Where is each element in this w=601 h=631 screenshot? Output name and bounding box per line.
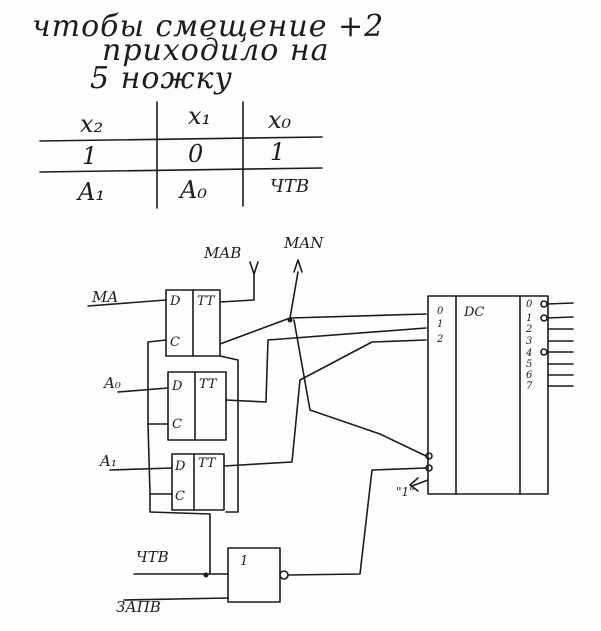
decoder: DC 0 1 2 0 1 2 3 4 5 6 7 "1" — [396, 295, 574, 499]
table-cell-r2-x2: A₁ — [76, 178, 105, 206]
wire-trigger1-man — [219, 271, 299, 345]
decoder-body — [427, 295, 549, 495]
junction-chtv — [203, 572, 209, 578]
trigger-1-d: D — [169, 294, 181, 309]
wire-enable-2 — [287, 467, 427, 576]
note-line-1: чтобы смещение +2 — [32, 9, 384, 44]
input-label-zapv: ЗАПВ — [116, 598, 161, 616]
trigger-3-d: D — [174, 459, 186, 474]
output-label-man: MAN — [283, 234, 324, 252]
input-label-chtv: ЧТВ — [136, 548, 169, 566]
table-cell-r1-x1: 0 — [188, 140, 203, 168]
wire-zapv-in — [123, 597, 229, 601]
decoder-enable-note: "1" — [396, 485, 415, 499]
decoder-input-pin-2: 2 — [436, 334, 443, 345]
wire-enable-1 — [293, 319, 427, 457]
decoder-output-bubble-0 — [540, 300, 548, 308]
decoder-output-pin-6: 6 — [526, 370, 533, 381]
decoder-output-bubble-4 — [540, 348, 548, 356]
decoder-output-pin-5: 5 — [526, 359, 532, 370]
wire-to-dc-0 — [289, 313, 427, 319]
table-cell-r2-x1: A₀ — [178, 176, 207, 204]
trigger-2-d: D — [171, 379, 183, 394]
note-line-3: 5 ножку — [90, 61, 233, 96]
trigger-2-type: TT — [199, 377, 218, 392]
wire-trigger-chain — [219, 355, 239, 513]
table-cell-r1-x0: 1 — [270, 138, 285, 166]
trigger-3: D C TT — [171, 453, 225, 511]
decoder-input-pin-0: 0 — [437, 306, 444, 317]
decoder-output-pin-0: 0 — [526, 299, 533, 310]
wire-a1-in — [109, 467, 173, 471]
decoder-enable-bubble-2 — [425, 464, 433, 472]
and-gate-body — [227, 547, 281, 603]
output-label-mab: MAB — [203, 244, 241, 262]
arrow-mab — [249, 261, 259, 275]
trigger-3-type: TT — [198, 456, 217, 471]
input-label-a1: A₁ — [98, 452, 117, 470]
decoder-enable-arrow — [409, 477, 429, 492]
trigger-2: D C TT — [167, 371, 227, 441]
decoder-output-pin-1: 1 — [526, 313, 532, 324]
trigger-2-body — [167, 371, 227, 441]
and-gate: 1 — [227, 547, 289, 603]
note-line-2: приходило на — [102, 33, 330, 68]
trigger-1: D C TT — [165, 289, 221, 357]
truth-table: x₂ x₁ x₀ 1 0 1 A₁ A₀ ЧТВ — [39, 101, 323, 209]
arrow-man — [293, 259, 303, 273]
junction-dc-0 — [287, 317, 293, 323]
trigger-1-c: C — [170, 335, 180, 350]
decoder-output-lines — [546, 302, 574, 387]
input-label-ma: MA — [91, 288, 118, 306]
and-gate-inverter-bubble — [279, 570, 289, 580]
wire-ma-in — [87, 299, 167, 307]
input-label-a0: A₀ — [102, 374, 121, 392]
table-header-x2: x₂ — [80, 110, 103, 138]
table-header-x1: x₁ — [188, 102, 211, 130]
wire-to-dc-2 — [223, 339, 427, 467]
trigger-3-c: C — [175, 489, 185, 504]
wire-clock-to-chtv — [149, 493, 211, 575]
decoder-input-pin-1: 1 — [437, 319, 443, 330]
wiring — [87, 271, 427, 601]
wire-a0-in — [117, 387, 169, 393]
table-header-x0: x₀ — [268, 106, 292, 134]
table-cell-r1-x2: 1 — [82, 142, 97, 170]
decoder-enable-bubble-1 — [425, 452, 433, 460]
table-cell-r2-x0: ЧТВ — [270, 176, 309, 197]
and-gate-label: 1 — [240, 554, 248, 569]
trigger-2-c: C — [172, 417, 182, 432]
trigger-1-type: TT — [197, 294, 216, 309]
wire-trigger1-mab — [219, 273, 255, 303]
table-header-rule — [39, 136, 323, 142]
decoder-output-pin-2: 2 — [525, 324, 532, 335]
decoder-output-bubble-1 — [540, 314, 548, 322]
decoder-output-pin-7: 7 — [526, 381, 533, 392]
decoder-output-pin-3: 3 — [526, 336, 532, 347]
decoder-label: DC — [463, 305, 484, 320]
table-row-rule — [39, 167, 323, 173]
trigger-3-body — [171, 453, 225, 511]
decoder-output-pin-4: 4 — [525, 348, 532, 359]
wire-clock-bus-1 — [147, 339, 169, 425]
wire-to-dc-1 — [225, 327, 427, 403]
